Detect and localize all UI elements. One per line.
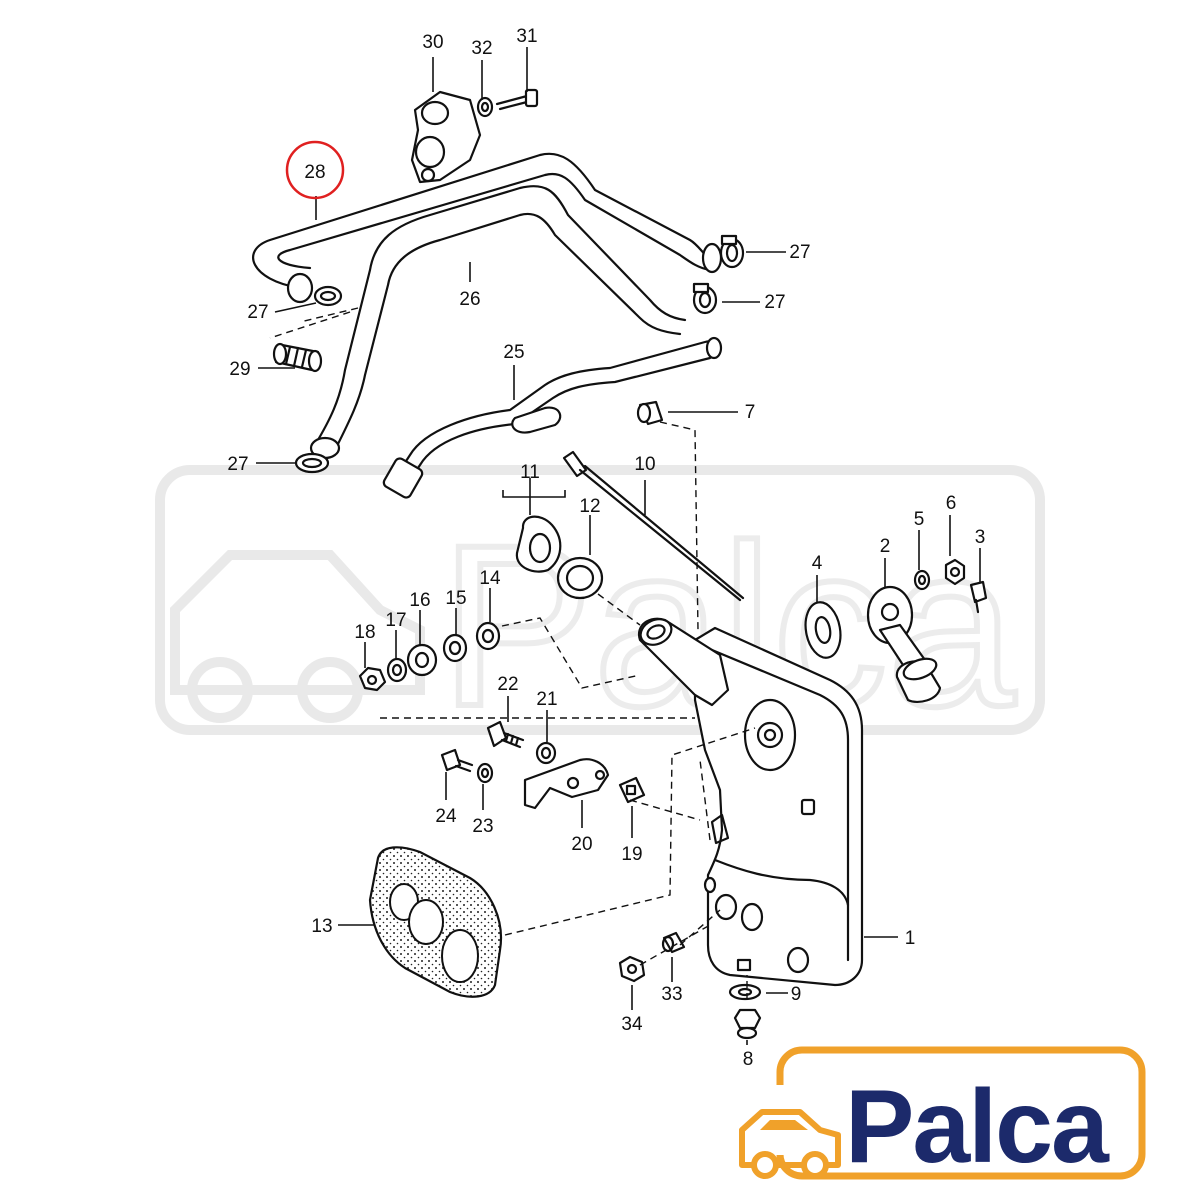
clamp-27-d bbox=[294, 452, 330, 474]
label-3: 3 bbox=[975, 527, 986, 548]
washer-part-17 bbox=[386, 657, 408, 683]
bracket-part-30 bbox=[410, 90, 482, 184]
label-19: 19 bbox=[621, 844, 642, 865]
mount-part-16 bbox=[406, 643, 438, 677]
car-icon bbox=[739, 1109, 841, 1179]
bracket-part-20 bbox=[523, 758, 610, 810]
callout-labels: 30 32 31 28 27 27 27 26 29 25 27 7 10 11… bbox=[227, 26, 985, 1070]
hose-part-28 bbox=[252, 152, 723, 304]
label-4: 4 bbox=[812, 553, 823, 574]
washer-part-21 bbox=[535, 741, 557, 765]
washer-part-5 bbox=[913, 569, 931, 591]
label-34: 34 bbox=[621, 1014, 643, 1035]
highlight-circle bbox=[285, 140, 345, 200]
label-33: 33 bbox=[661, 984, 682, 1005]
label-1: 1 bbox=[905, 928, 916, 949]
label-25: 25 bbox=[503, 342, 524, 363]
washer-part-9 bbox=[728, 983, 762, 1001]
hose-part-26 bbox=[309, 185, 687, 460]
grommet-part-14 bbox=[475, 621, 501, 651]
label-26: 26 bbox=[459, 289, 480, 310]
sender-part-2 bbox=[866, 585, 942, 704]
label-13: 13 bbox=[311, 916, 332, 937]
label-17: 17 bbox=[385, 610, 406, 631]
nut-part-6 bbox=[944, 558, 966, 586]
bolt-part-22 bbox=[486, 720, 525, 749]
screw-part-31 bbox=[495, 88, 539, 111]
clamp-27-b bbox=[692, 282, 718, 315]
label-23: 23 bbox=[472, 816, 493, 837]
label-27-c: 27 bbox=[247, 302, 268, 323]
washer-part-23 bbox=[476, 762, 494, 784]
label-16: 16 bbox=[409, 590, 430, 611]
gasket-part-12 bbox=[556, 556, 604, 600]
fitting-part-3 bbox=[969, 580, 988, 614]
label-11: 11 bbox=[520, 462, 540, 483]
pipe-part-25 bbox=[382, 336, 723, 499]
label-18: 18 bbox=[354, 622, 375, 643]
label-9: 9 bbox=[791, 984, 802, 1005]
nut-part-18 bbox=[358, 666, 387, 692]
clamp-27-a bbox=[719, 234, 745, 269]
label-31: 31 bbox=[516, 26, 537, 47]
foam-pad-part-13 bbox=[368, 846, 503, 998]
clamp-27-c bbox=[313, 285, 343, 307]
label-20: 20 bbox=[571, 834, 592, 855]
label-21: 21 bbox=[536, 689, 557, 710]
oil-tank-part-1 bbox=[637, 617, 864, 987]
label-24: 24 bbox=[435, 806, 457, 827]
label-2: 2 bbox=[880, 536, 891, 557]
bushing-part-15 bbox=[442, 633, 468, 663]
gasket-part-4 bbox=[804, 601, 842, 659]
plug-part-7 bbox=[636, 400, 664, 426]
label-7: 7 bbox=[745, 402, 756, 423]
label-6: 6 bbox=[946, 493, 957, 514]
label-8: 8 bbox=[743, 1049, 754, 1070]
label-5: 5 bbox=[914, 509, 925, 530]
coupling-part-29 bbox=[272, 342, 323, 373]
label-14: 14 bbox=[479, 568, 501, 589]
label-27-d: 27 bbox=[227, 454, 248, 475]
palca-logo: Palca bbox=[739, 1046, 1146, 1185]
label-29: 29 bbox=[229, 359, 250, 380]
label-27-a: 27 bbox=[789, 242, 810, 263]
drain-plug-part-8 bbox=[733, 1008, 762, 1040]
label-12: 12 bbox=[579, 496, 600, 517]
callout-leaders bbox=[256, 47, 981, 1045]
label-27-b: 27 bbox=[764, 292, 785, 313]
label-22: 22 bbox=[497, 674, 518, 695]
label-32: 32 bbox=[471, 38, 492, 59]
clip-part-19 bbox=[618, 776, 646, 804]
fitting-part-33 bbox=[661, 931, 686, 954]
label-28: 28 bbox=[304, 162, 325, 183]
cap-part-11 bbox=[515, 515, 562, 573]
screw-part-24 bbox=[440, 748, 474, 773]
label-10: 10 bbox=[634, 454, 655, 475]
nut-part-34 bbox=[618, 955, 646, 983]
assembly-lines bbox=[269, 307, 756, 1000]
logo-text: Palca bbox=[845, 1069, 1110, 1185]
label-15: 15 bbox=[445, 588, 466, 609]
washer-part-32 bbox=[476, 96, 494, 118]
label-30: 30 bbox=[422, 32, 443, 53]
dipstick-part-10 bbox=[562, 450, 745, 602]
